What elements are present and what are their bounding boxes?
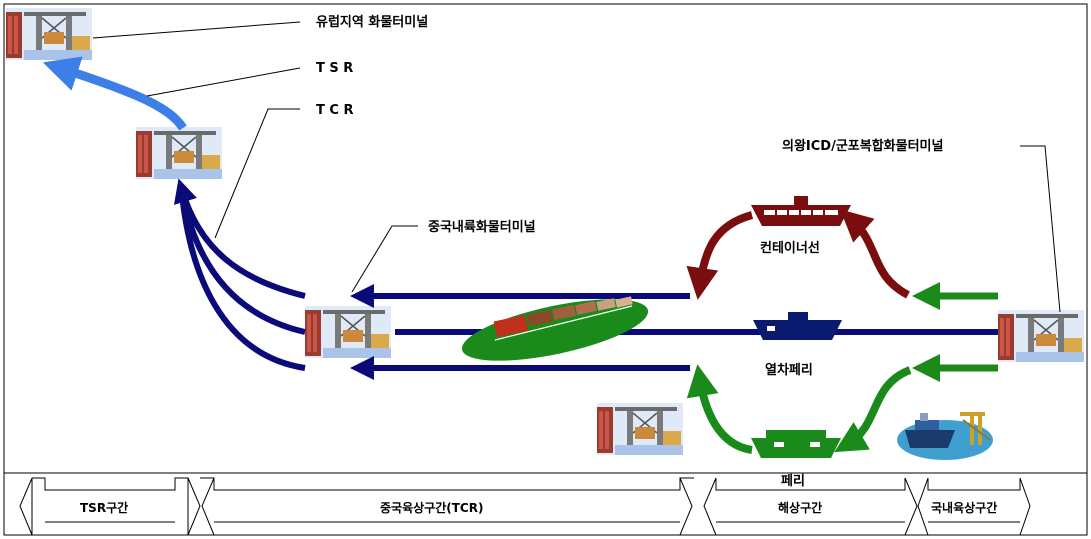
uiwang-terminal-label: 의왕ICD/군포복합화물터미널 [782,138,943,154]
tcr-leader [214,108,300,239]
china-terminal-leader [351,225,418,293]
tsr-leader [146,67,301,97]
transfer-terminal-icon [135,126,223,180]
china-terminal-label: 중국내륙화물터미널 [428,219,536,235]
port-ship-icon [897,412,993,460]
port-terminal-icon [596,402,684,456]
train-ferry-label: 열차페리 [765,362,813,378]
container-ship-to-rail-arrow [686,211,754,300]
europe-terminal-icon [5,7,93,61]
port-to-container-ship-arrow [840,209,910,299]
tsr-route-arrow [42,56,187,131]
sea-section-label: 해상구간 [778,500,822,515]
tcr-label: T C R [316,103,353,118]
ferry-icon [751,430,841,458]
train-icon [461,296,649,361]
section-band [4,472,1087,536]
tcr-route-arrow-top [173,178,306,299]
europe-terminal-label: 유럽지역 화물터미널 [316,14,428,30]
uiwang-terminal-leader [1020,145,1061,313]
train-ferry-icon [753,312,842,340]
container-ship-icon [751,196,851,226]
china-terminal-icon [304,305,392,359]
container-ship-label: 컨테이너선 [760,240,820,256]
europe-terminal-leader [92,21,301,39]
tsr-label: T S R [316,61,353,76]
tcr-route-arrow-bottom [179,193,306,371]
frame [3,3,1088,536]
ferry-to-rail-arrow [686,364,753,454]
port-to-ferry-arrow [834,366,912,453]
tcr-route-arrow-mid [179,191,306,335]
korea-terminal-icon [997,309,1085,363]
ferry-label: 페리 [781,473,805,489]
tsr-section-label: TSR구간 [80,500,128,515]
china-land-section-label: 중국육상구간(TCR) [380,500,483,515]
domestic-section-label: 국내육상구간 [931,500,997,515]
